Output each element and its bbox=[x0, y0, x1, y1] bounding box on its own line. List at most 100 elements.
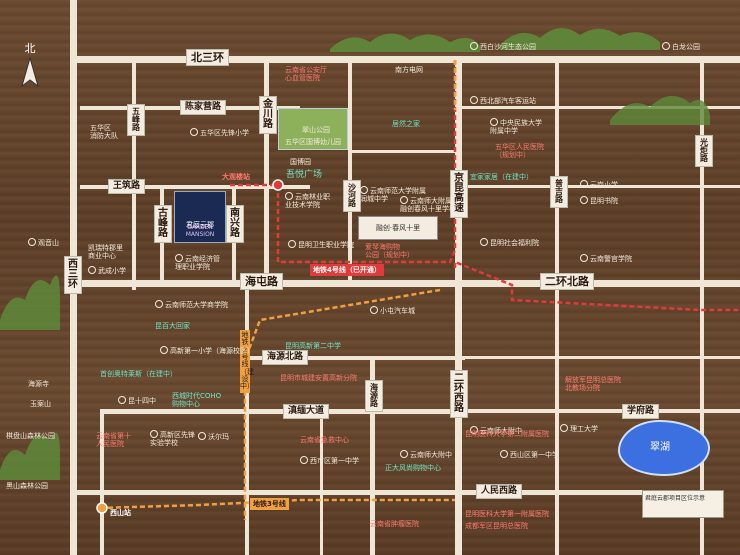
poi-nanfang: 南方电网 bbox=[395, 66, 423, 74]
road-haiyuan-north bbox=[245, 356, 465, 360]
road-label-wangzhai: 王筑路 bbox=[108, 179, 146, 194]
road-label-north-ring: 北三环 bbox=[186, 49, 229, 66]
road-label-second-ring-west: 二环西路 bbox=[450, 370, 468, 418]
poi-bailong: 白龙公园 bbox=[662, 42, 700, 51]
poi-guobo: 国博园 bbox=[290, 158, 311, 166]
poi-xibaisha: 西白沙河生态公园 bbox=[470, 42, 536, 51]
road-mid-lower bbox=[245, 280, 249, 555]
poi-kunmingyike: 昆明医科大学第二附属医院 bbox=[465, 430, 549, 438]
compass-arrow-icon bbox=[21, 56, 39, 88]
poi-kunli: 昆百大回家 bbox=[155, 322, 190, 330]
poi-ourfamily: 居然之家 bbox=[392, 120, 420, 128]
road-upper-east bbox=[460, 106, 740, 109]
poi-kunmingyi2-a: 云南师大附中 bbox=[400, 450, 452, 459]
road-wangzhai bbox=[80, 185, 310, 189]
residence-chunfeng[interactable]: 融创·春风十里 bbox=[358, 216, 438, 240]
poi-kunmingshe: 昆明社会福利院 bbox=[480, 238, 539, 247]
road-label-haitun: 海屯路 bbox=[240, 273, 283, 290]
road-label-chenjiaying: 陈家营路 bbox=[180, 100, 227, 115]
tree-cluster-ne bbox=[500, 28, 660, 50]
poi-mixian: 黑山森林公园 bbox=[6, 482, 48, 490]
lake-cuihu: 翠湖 bbox=[618, 420, 710, 476]
road-west-lower bbox=[100, 409, 104, 555]
poi-gangjichengxiaoxue: 云岗小学 bbox=[580, 180, 618, 189]
road-label-renmin-west: 人民西路 bbox=[476, 484, 523, 499]
road-north-ring bbox=[70, 56, 740, 63]
tree-cluster-w2 bbox=[0, 432, 60, 480]
poi-wucheng: 武成小学 bbox=[88, 266, 126, 275]
road-label-haiyuan-north: 海源北路 bbox=[262, 350, 309, 365]
lake-label: 翠湖 bbox=[650, 442, 670, 453]
poi-yunnanzhengtian: 云南省肿瘤医院 bbox=[370, 520, 419, 528]
poi-xicheng: 西城时代COHO 购物中心 bbox=[172, 392, 222, 409]
poi-aihui: 爱琴海购物 公园（规划中） bbox=[365, 243, 414, 260]
road-xuefu bbox=[460, 409, 740, 413]
park-cuishan bbox=[278, 108, 348, 150]
poi-gaoxinyi: 高新第一小学（海源校区） bbox=[160, 346, 254, 355]
metro-label-station-daguan: 大观楼站 bbox=[222, 173, 250, 181]
tree-cluster-e bbox=[610, 95, 710, 125]
poi-yunxiao: 云南师范大学附属 润城中学 bbox=[360, 187, 426, 204]
metro-line-4 bbox=[230, 60, 457, 264]
poi-shanghaoerzhong: 昆明高新第二中学 bbox=[285, 342, 341, 350]
poi-guanjiashopping: 宜家家居（在建中） bbox=[470, 173, 533, 181]
project-subname: GARDEN MANSION bbox=[185, 224, 215, 238]
road-low-mid bbox=[460, 356, 740, 359]
metro-label-line4: 地铁4号线（已开通） bbox=[310, 264, 384, 276]
poi-xianfeng: 五华区先锋小学 bbox=[190, 128, 249, 137]
metro-station-daguan bbox=[272, 179, 284, 191]
road-haiyuan bbox=[370, 356, 375, 555]
road-label-west-ring: 西三环 bbox=[64, 256, 82, 294]
poi-chengdu: 成都军区昆明总医院 bbox=[465, 522, 528, 530]
road-shanghai bbox=[350, 150, 460, 153]
poi-kunmingdi: 昆明市城建安置高新分院 bbox=[280, 374, 357, 382]
tree-cluster-nw bbox=[330, 33, 480, 52]
road-label-haiyuan: 海源路 bbox=[365, 380, 383, 412]
poi-dianzheng: 云南省公安厅 心血管医院 bbox=[285, 66, 327, 83]
poi-xiangshan: 观音山 bbox=[28, 238, 59, 247]
poi-yuquan: 玉案山 bbox=[30, 400, 51, 408]
poi-cuigong: 翠山公园 bbox=[302, 126, 330, 134]
legend-text: 君庭云郡项目区位示意 bbox=[645, 495, 706, 502]
metro-station-xishan bbox=[96, 502, 108, 514]
road-label-puji: 普吉路 bbox=[550, 176, 568, 208]
compass-north-label: 北 bbox=[24, 42, 36, 55]
poi-minzu: 中央民族大学 附属中学 bbox=[490, 119, 542, 136]
poi-yundong: 云南林业职 业技术学院 bbox=[285, 193, 330, 210]
poi-yunlinhighschool: 云南师大附属 融创春风十里学校 bbox=[400, 197, 456, 214]
project-name: 君庭云郡 bbox=[186, 221, 214, 229]
poi-xishan1: 西市区第一中学 bbox=[300, 456, 359, 465]
road-shahe bbox=[348, 60, 352, 285]
poi-xibei: 西北部汽车客运站 bbox=[470, 96, 536, 105]
road-label-shahe: 沙河路 bbox=[343, 180, 361, 212]
road-jinchuan bbox=[264, 60, 269, 290]
road-wufeng bbox=[132, 60, 136, 290]
poi-kunmingwei: 昆明卫生职业学院 bbox=[288, 240, 354, 249]
road-label-wufeng: 五峰路 bbox=[127, 104, 145, 136]
metro-label-line2: 地铁2号线（建设中） bbox=[240, 330, 254, 393]
poi-gaoxinschool: 高新区先锋 实验学校 bbox=[150, 431, 195, 448]
road-center-lower bbox=[320, 409, 323, 555]
poi-gaoxinjiangyou: 首创奥特莱斯（在建中） bbox=[100, 370, 177, 378]
compass: 北 bbox=[18, 40, 42, 100]
poi-xiaotuncar: 小屯汽车城 bbox=[370, 306, 415, 315]
metro-line-2 bbox=[243, 288, 441, 520]
road-dianmian bbox=[100, 409, 460, 414]
poi-yuhuai: 昆明书院 bbox=[580, 196, 618, 205]
road-label-xuefu: 学府路 bbox=[622, 404, 660, 419]
poi-kunmingyi2: 昆明医科大学第一附属医院 bbox=[465, 510, 549, 518]
road-label-dianmian: 滇缅大道 bbox=[283, 404, 330, 419]
poi-haiyuansi: 海源寺 bbox=[28, 380, 49, 388]
road-label-jinchuan: 金川路 bbox=[259, 96, 277, 134]
poi-jiepu: 解放军昆明总医院 北教场分院 bbox=[565, 376, 621, 393]
poi-zhaofeng: 棋盘山森林公园 bbox=[6, 432, 55, 440]
poi-zhengda: 正大风尚购物中心 bbox=[385, 464, 441, 472]
project-junting-yunjun[interactable]: 君庭云郡 GARDEN MANSION bbox=[174, 191, 226, 243]
poi-wuhuasport: 五华区 消防大队 bbox=[90, 124, 118, 141]
road-label-nanxing: 南兴路 bbox=[226, 205, 244, 243]
poi-yunnan10: 云南省第十 人民医院 bbox=[96, 432, 131, 449]
legend-box: 君庭云郡项目区位示意 bbox=[642, 490, 724, 518]
poi-wohua: 沃尔玛 bbox=[198, 432, 229, 441]
poi-yunfeng: 云南省急救中心 bbox=[300, 436, 349, 444]
